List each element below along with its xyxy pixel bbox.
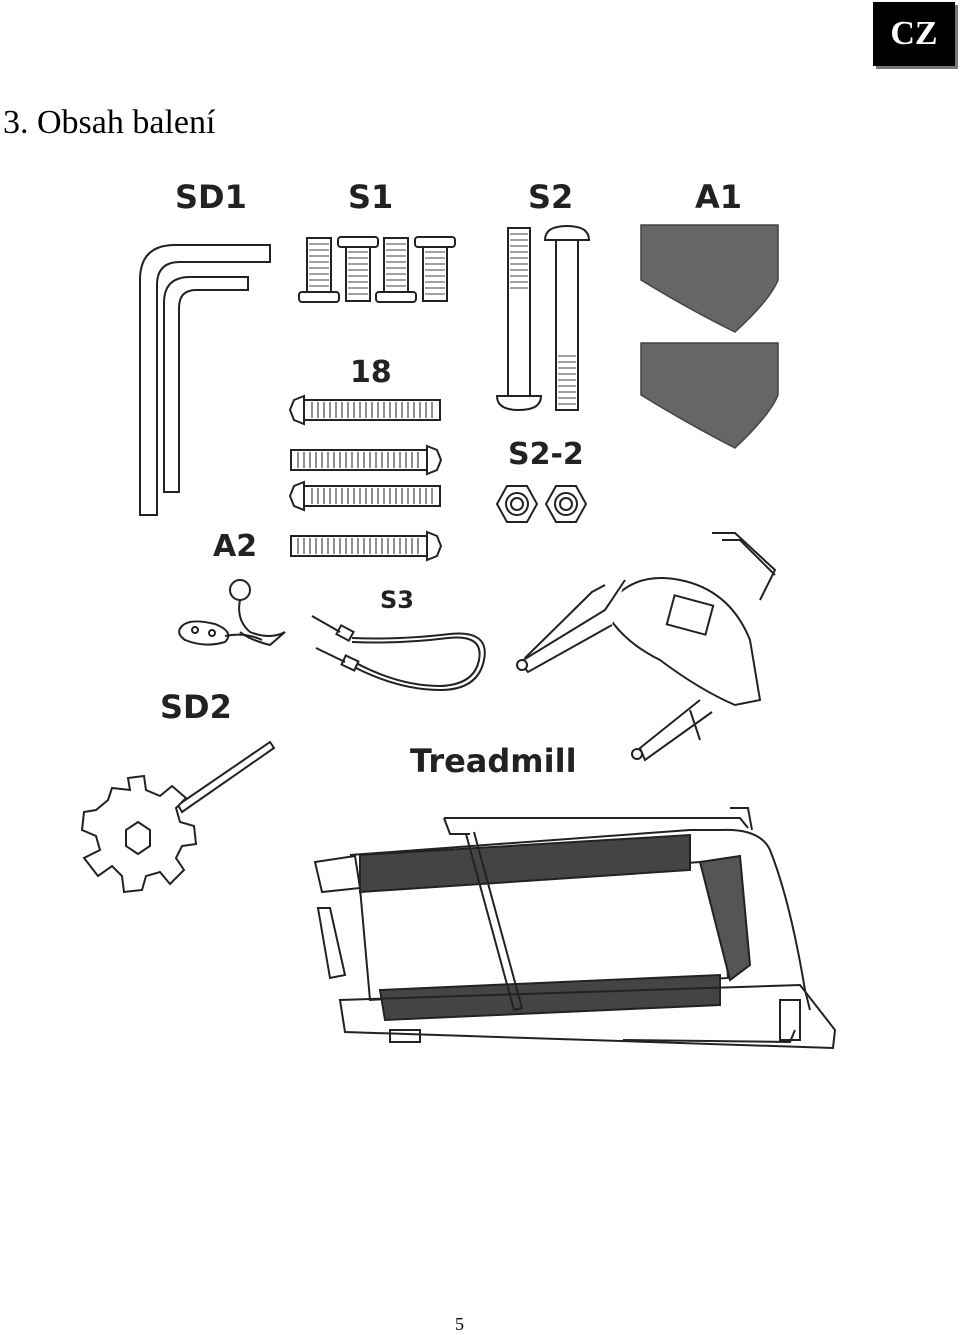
language-badge: CZ — [873, 2, 955, 66]
side-cover-icon — [640, 224, 779, 449]
page-title: 3. Obsah balení — [3, 104, 216, 141]
hex-nut-icon — [495, 485, 588, 523]
label-a2: A2 — [213, 529, 257, 564]
label-a1: A1 — [695, 178, 742, 216]
label-sd2: SD2 — [160, 688, 232, 726]
label-s3: S3 — [380, 586, 414, 614]
label-s1: S1 — [348, 178, 393, 216]
short-bolt-icon — [298, 236, 456, 303]
treadmill-icon — [313, 807, 837, 1050]
cable-icon — [311, 615, 486, 692]
long-bolt-icon — [495, 224, 591, 412]
label-s2-2: S2-2 — [508, 437, 584, 472]
wrench-icon — [80, 740, 276, 894]
console-icon — [516, 532, 777, 762]
label-sd1: SD1 — [175, 178, 247, 216]
label-treadmill: Treadmill — [410, 742, 577, 780]
label-18: 18 — [350, 355, 392, 390]
label-s2: S2 — [528, 178, 573, 216]
hex-bolt-icon — [288, 394, 443, 562]
safety-key-icon — [178, 579, 286, 647]
page-number: 5 — [455, 1314, 464, 1334]
allen-key-icon — [139, 244, 271, 516]
